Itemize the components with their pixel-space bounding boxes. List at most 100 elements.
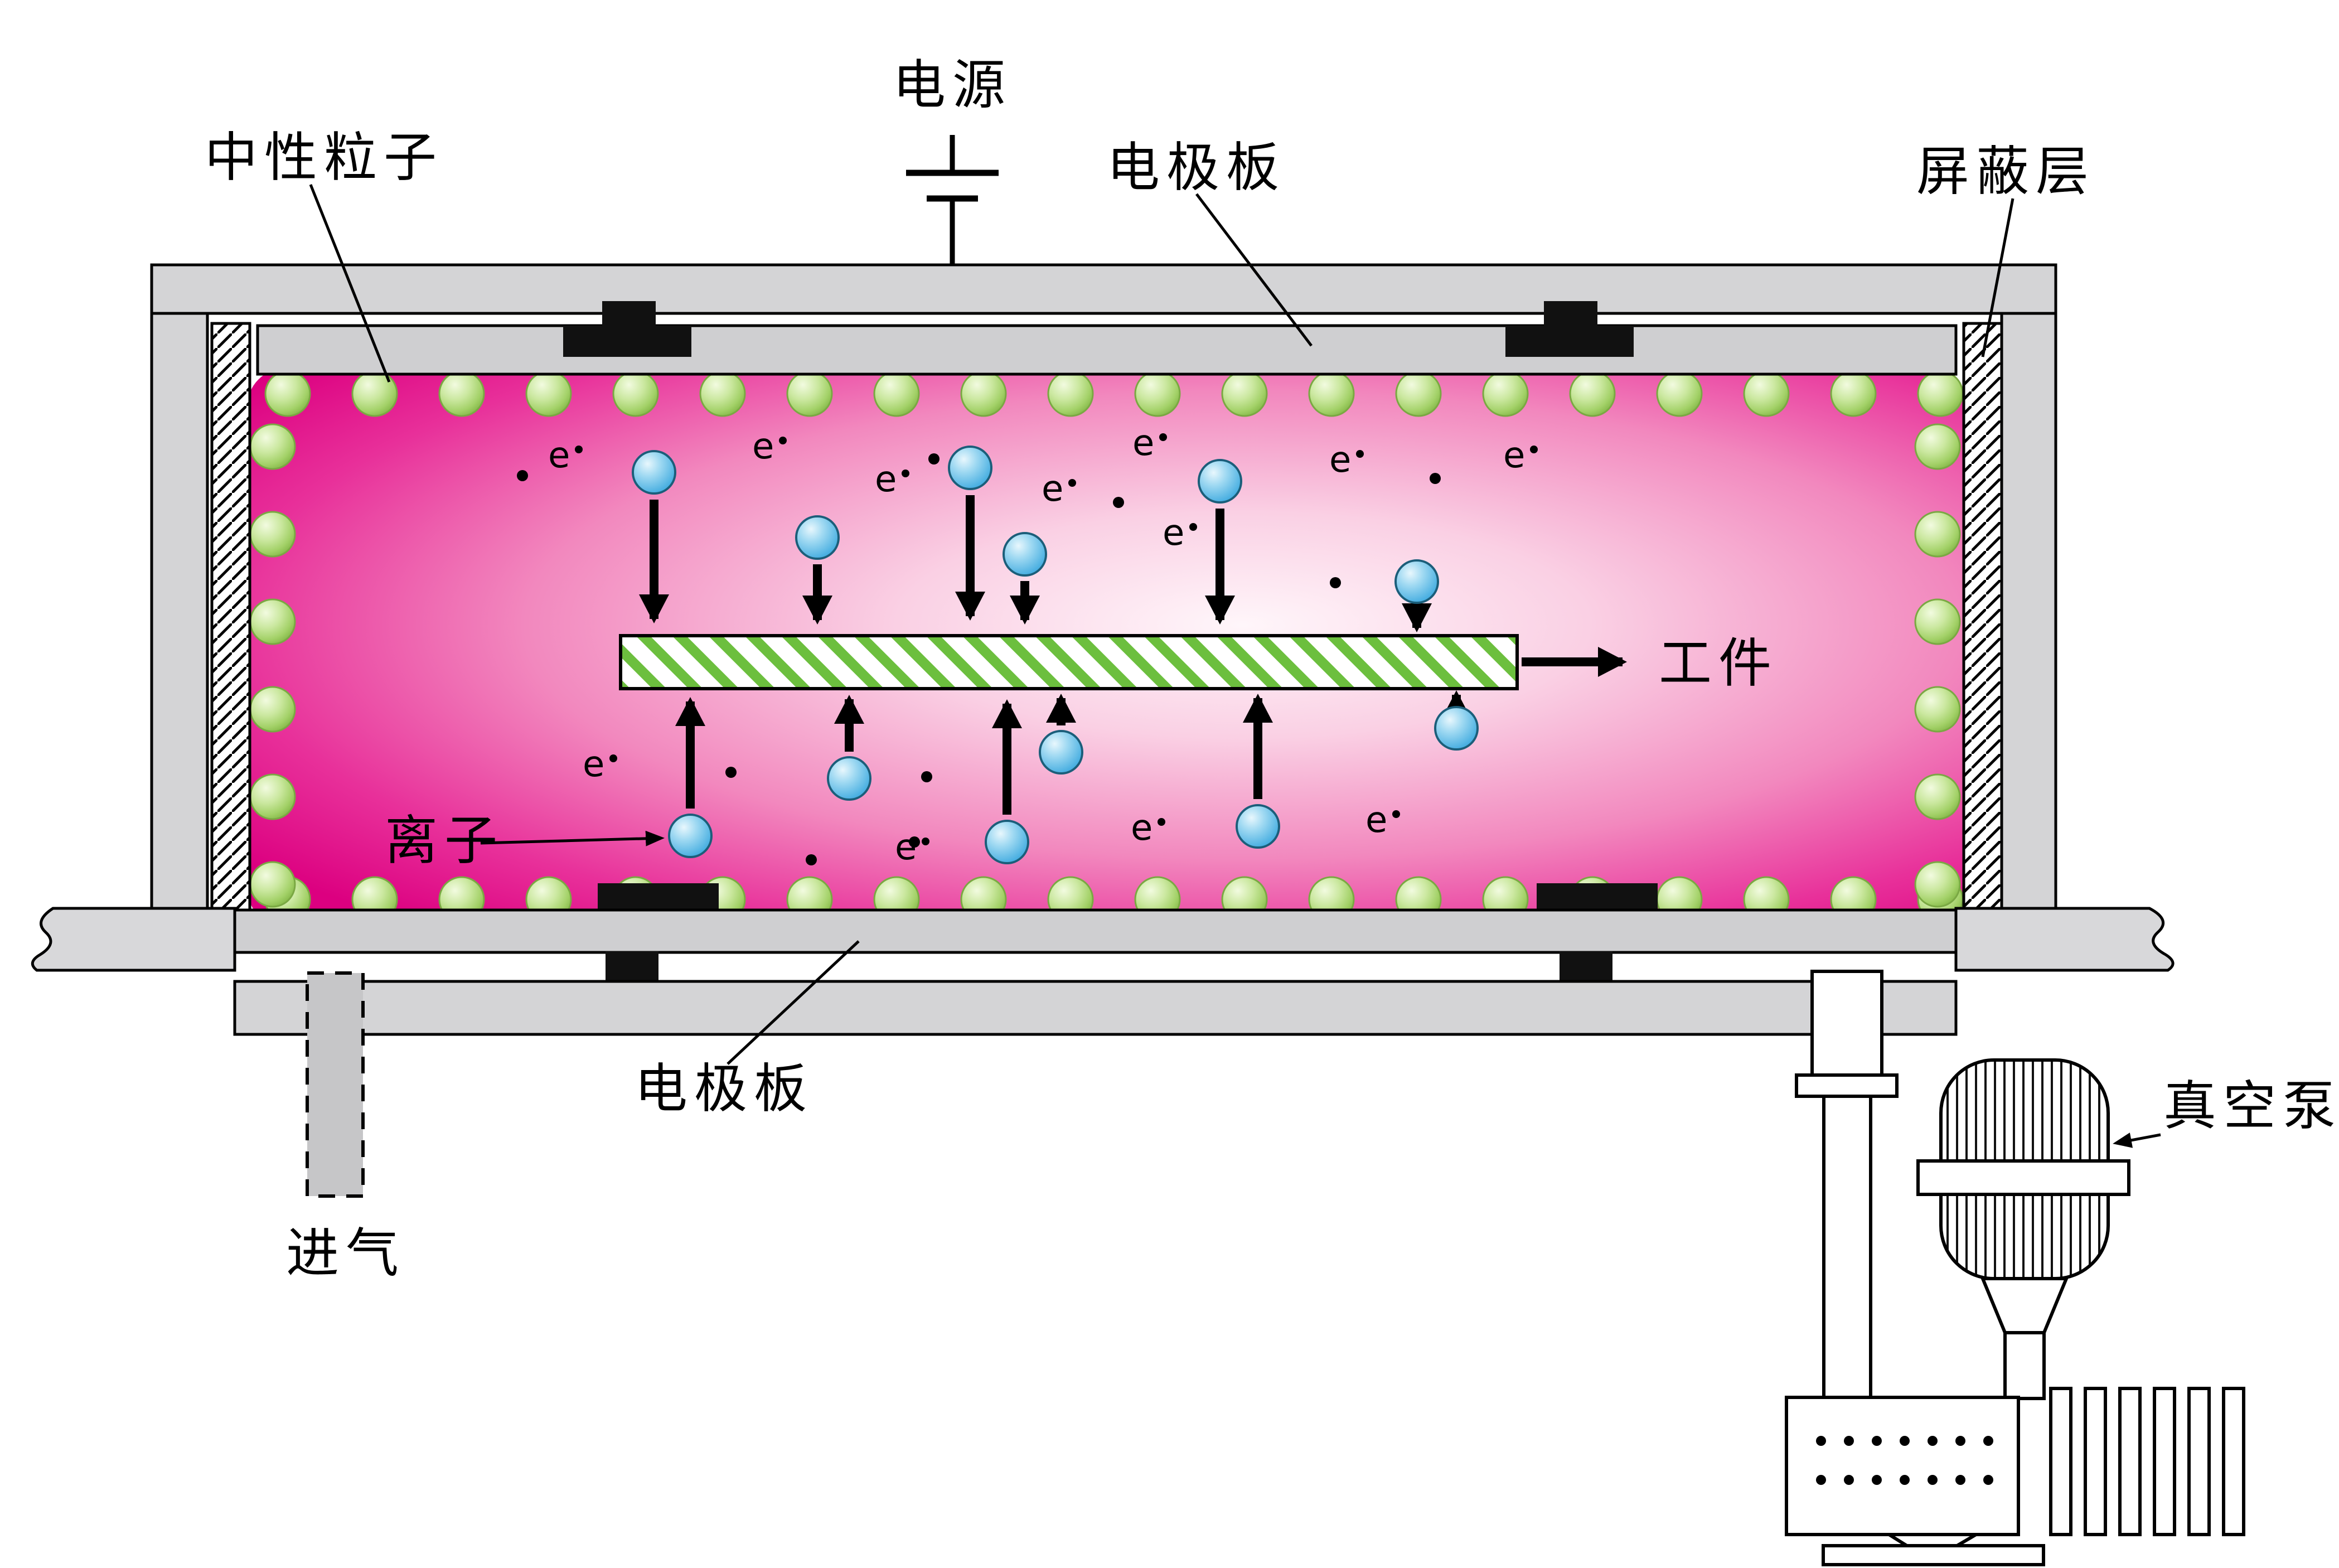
- workpiece-bar: [619, 634, 1519, 690]
- electron: e: [752, 426, 787, 467]
- pump-pipe-lower: [1822, 1095, 1872, 1401]
- gas-inlet-pipe: [306, 971, 365, 1198]
- pump-stem: [2003, 1331, 2046, 1400]
- electron: e: [1163, 512, 1197, 554]
- electrode-plate-top: [256, 324, 1958, 376]
- power-supply-label: 电源: [893, 56, 1012, 115]
- electrode-mount-bottom-left-strip: [598, 883, 719, 911]
- svg-text:e: e: [1503, 435, 1525, 476]
- neutral-particle: [1134, 370, 1181, 417]
- electrode-mount-top-right-block: [1544, 301, 1597, 328]
- electron-dot: [517, 470, 528, 481]
- neutral-particle: [1047, 370, 1094, 417]
- ion: [632, 450, 676, 495]
- svg-text:e: e: [548, 435, 570, 476]
- neutral-particle: [1914, 861, 1961, 908]
- neutral-particle: [1482, 370, 1529, 417]
- flange-left: [31, 907, 236, 972]
- electron-dot: [1430, 473, 1441, 484]
- neutral-particle: [1914, 686, 1961, 733]
- neutral-particle: [249, 598, 296, 645]
- ion: [1434, 706, 1479, 751]
- ion: [1394, 559, 1439, 604]
- electron-dot: [921, 771, 932, 782]
- electrode-mount-top-right-strip: [1505, 326, 1634, 357]
- leader-electrode-top: [1195, 193, 1313, 347]
- pump-funnel: [1980, 1277, 2069, 1334]
- shield-layer-right-hatch: [1964, 323, 2002, 912]
- shield-layer-left-hatch: [212, 323, 250, 912]
- pump-body: [1785, 1396, 2020, 1536]
- electron-dot: [1189, 523, 1197, 531]
- electron: e: [875, 459, 909, 500]
- svg-text:e: e: [895, 827, 917, 868]
- ion-arrows-up: [675, 690, 1471, 815]
- electron: e: [1503, 435, 1538, 476]
- electron-dot: [725, 767, 737, 778]
- neutral-particle: [612, 370, 659, 417]
- vacuum-pump-label: 真空泵: [2163, 1077, 2339, 1136]
- pump-pipe-upper: [1810, 970, 1883, 1082]
- electron-dot: [1392, 810, 1400, 818]
- ion: [668, 814, 713, 858]
- electron-dot: [1356, 450, 1364, 458]
- pump-body-dots: [1816, 1436, 1993, 1485]
- ion: [1236, 804, 1280, 849]
- shield-layer-label: 屏蔽层: [1916, 142, 2095, 201]
- neutral-particle: [1221, 370, 1268, 417]
- neutral-particle: [249, 686, 296, 733]
- ion: [1003, 532, 1047, 577]
- svg-text:e: e: [1163, 512, 1184, 554]
- electron-dot: [902, 470, 909, 477]
- chamber-base-plate: [233, 980, 1958, 1036]
- leader-ion: [480, 830, 665, 846]
- neutral-particle: [351, 370, 398, 417]
- electron-dot: [1530, 446, 1538, 453]
- electrode-mount-bottom-right-block: [1560, 951, 1612, 983]
- electrode-mount-top-left-block: [602, 301, 656, 328]
- neutral-particle: [264, 370, 311, 417]
- neutral-particle: [1569, 370, 1616, 417]
- electron-dot: [806, 854, 817, 865]
- neutral-particle: [699, 370, 746, 417]
- neutral-particle: [873, 370, 920, 417]
- electron: e: [1131, 807, 1165, 849]
- svg-text:e: e: [1042, 468, 1063, 510]
- electron: e: [1042, 468, 1076, 510]
- electrode-plate-bottom: [233, 908, 1958, 954]
- vacuum-pump-assembly: [1785, 970, 2245, 1566]
- neutral-particle: [786, 370, 833, 417]
- electron: e: [583, 744, 617, 785]
- electron-dot: [1159, 433, 1167, 441]
- chamber-wall-left: [150, 312, 209, 923]
- neutral-particle: [1830, 370, 1877, 417]
- electron: e: [1365, 800, 1400, 841]
- leader-electrode-bottom: [727, 940, 860, 1065]
- electron-dot: [922, 838, 929, 845]
- pump-motor-band: [1916, 1159, 2130, 1196]
- neutral-particle: [249, 861, 296, 908]
- svg-text:e: e: [1329, 439, 1351, 481]
- chamber-wall-right: [2000, 312, 2057, 923]
- electron-dot: [1113, 497, 1124, 508]
- electron: e: [1329, 439, 1364, 481]
- electrode-mount-bottom-right-strip: [1537, 883, 1658, 911]
- pump-fins: [2049, 1387, 2245, 1536]
- workpiece-label: 工件: [1659, 634, 1778, 693]
- neutral-particle: [960, 370, 1007, 417]
- electrode-top-label: 电极板: [1107, 138, 1286, 197]
- svg-text:e: e: [1132, 423, 1154, 464]
- neutral-particle-label: 中性粒子: [205, 128, 443, 187]
- electron-dot: [779, 437, 787, 444]
- neutral-particle: [1308, 370, 1355, 417]
- electron-dot: [909, 836, 920, 848]
- electron: e: [1132, 423, 1167, 464]
- electron: e: [895, 827, 929, 868]
- svg-text:e: e: [1365, 800, 1387, 841]
- neutral-particle: [249, 511, 296, 558]
- ion-arrows-down: [639, 495, 1432, 632]
- neutral-particle: [1914, 598, 1961, 645]
- ion: [1198, 459, 1242, 504]
- neutral-particle: [1914, 511, 1961, 558]
- electrode-mount-top-left-strip: [563, 326, 691, 357]
